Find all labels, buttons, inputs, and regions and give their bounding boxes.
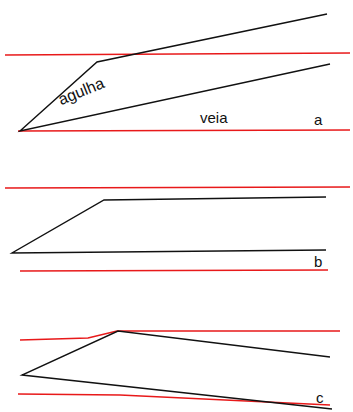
vein-wall <box>20 270 328 271</box>
vein-wall <box>5 187 350 188</box>
vein-walls <box>5 53 350 405</box>
vein-wall <box>18 130 350 131</box>
vein-wall <box>5 53 350 55</box>
needle-outline <box>22 331 332 409</box>
needle-outline <box>12 197 326 253</box>
panel-label: c <box>316 390 324 405</box>
needles <box>12 14 332 409</box>
needle-outline <box>20 14 330 131</box>
panel-label: a <box>314 112 322 127</box>
panel-label: agulha <box>56 75 107 108</box>
panel-label: veia <box>200 110 228 125</box>
panel-label: b <box>314 254 322 269</box>
